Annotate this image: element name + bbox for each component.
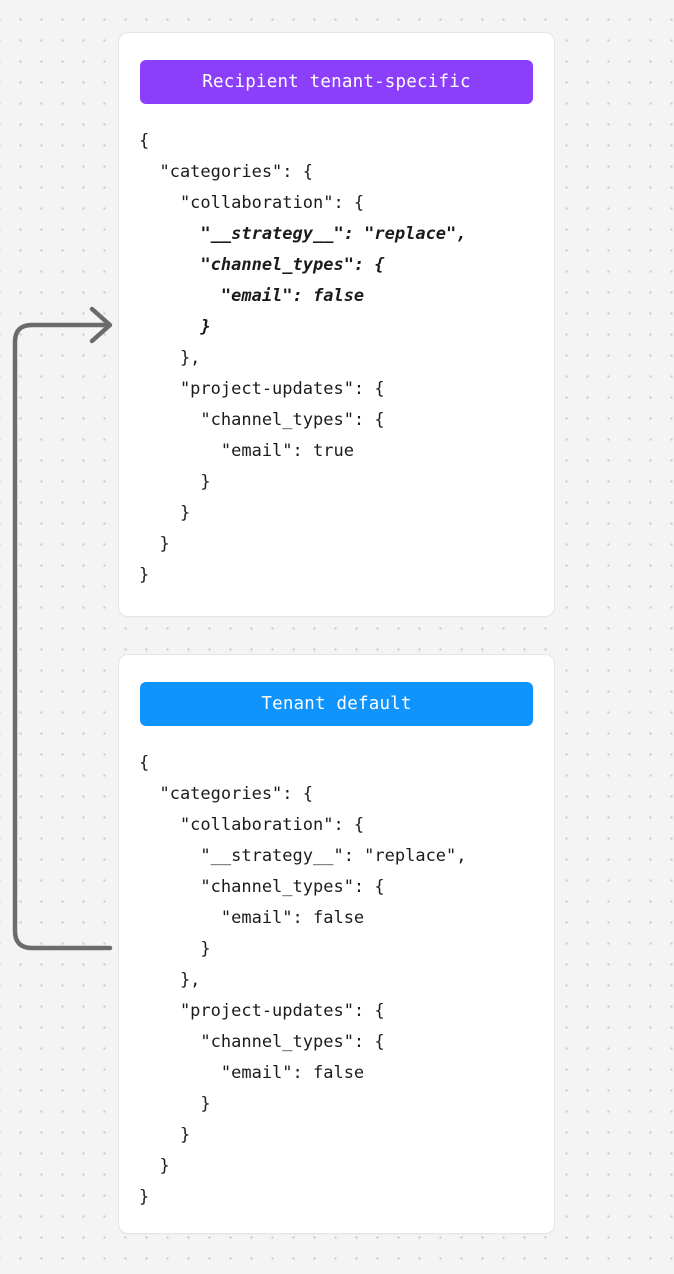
arrow-head — [89, 306, 113, 344]
code-line: "__strategy__": "replace", — [139, 224, 467, 244]
arrow-shaft — [12, 322, 113, 951]
code-line: "project-updates": { — [139, 379, 385, 399]
code-line: } — [139, 472, 211, 492]
code-line: }, — [139, 970, 201, 990]
code-line: "email": false — [139, 286, 365, 306]
code-line: } — [139, 534, 170, 554]
code-line: } — [139, 317, 211, 337]
code-line: } — [139, 503, 191, 523]
code-line: "project-updates": { — [139, 1001, 385, 1021]
code-line: { — [139, 131, 150, 151]
code-line: "collaboration": { — [139, 815, 365, 835]
code-block-recipient-tenant-specific: { "categories": { "collaboration": { "__… — [139, 126, 544, 591]
code-line: } — [139, 1125, 191, 1145]
code-line: "email": true — [139, 441, 354, 461]
code-line: "channel_types": { — [139, 255, 385, 275]
code-line: "__strategy__": "replace", — [139, 846, 467, 866]
card-header-recipient-tenant-specific: Recipient tenant-specific — [140, 60, 533, 104]
code-line: } — [139, 565, 150, 585]
code-line: { — [139, 753, 150, 773]
code-line: }, — [139, 348, 201, 368]
code-line: "channel_types": { — [139, 410, 385, 430]
code-line: "email": false — [139, 1063, 365, 1083]
code-line: "collaboration": { — [139, 193, 365, 213]
code-line: "categories": { — [139, 784, 313, 804]
code-line: } — [139, 1187, 150, 1207]
code-line: "channel_types": { — [139, 877, 385, 897]
code-line: "channel_types": { — [139, 1032, 385, 1052]
code-line: } — [139, 939, 211, 959]
card-recipient-tenant-specific[interactable]: Recipient tenant-specific { "categories"… — [119, 33, 554, 616]
code-line: } — [139, 1094, 211, 1114]
code-line: "email": false — [139, 908, 365, 928]
code-block-tenant-default: { "categories": { "collaboration": { "__… — [139, 748, 544, 1213]
card-header-tenant-default: Tenant default — [140, 682, 533, 726]
code-line: } — [139, 1156, 170, 1176]
card-tenant-default[interactable]: Tenant default { "categories": { "collab… — [119, 655, 554, 1233]
code-line: "categories": { — [139, 162, 313, 182]
